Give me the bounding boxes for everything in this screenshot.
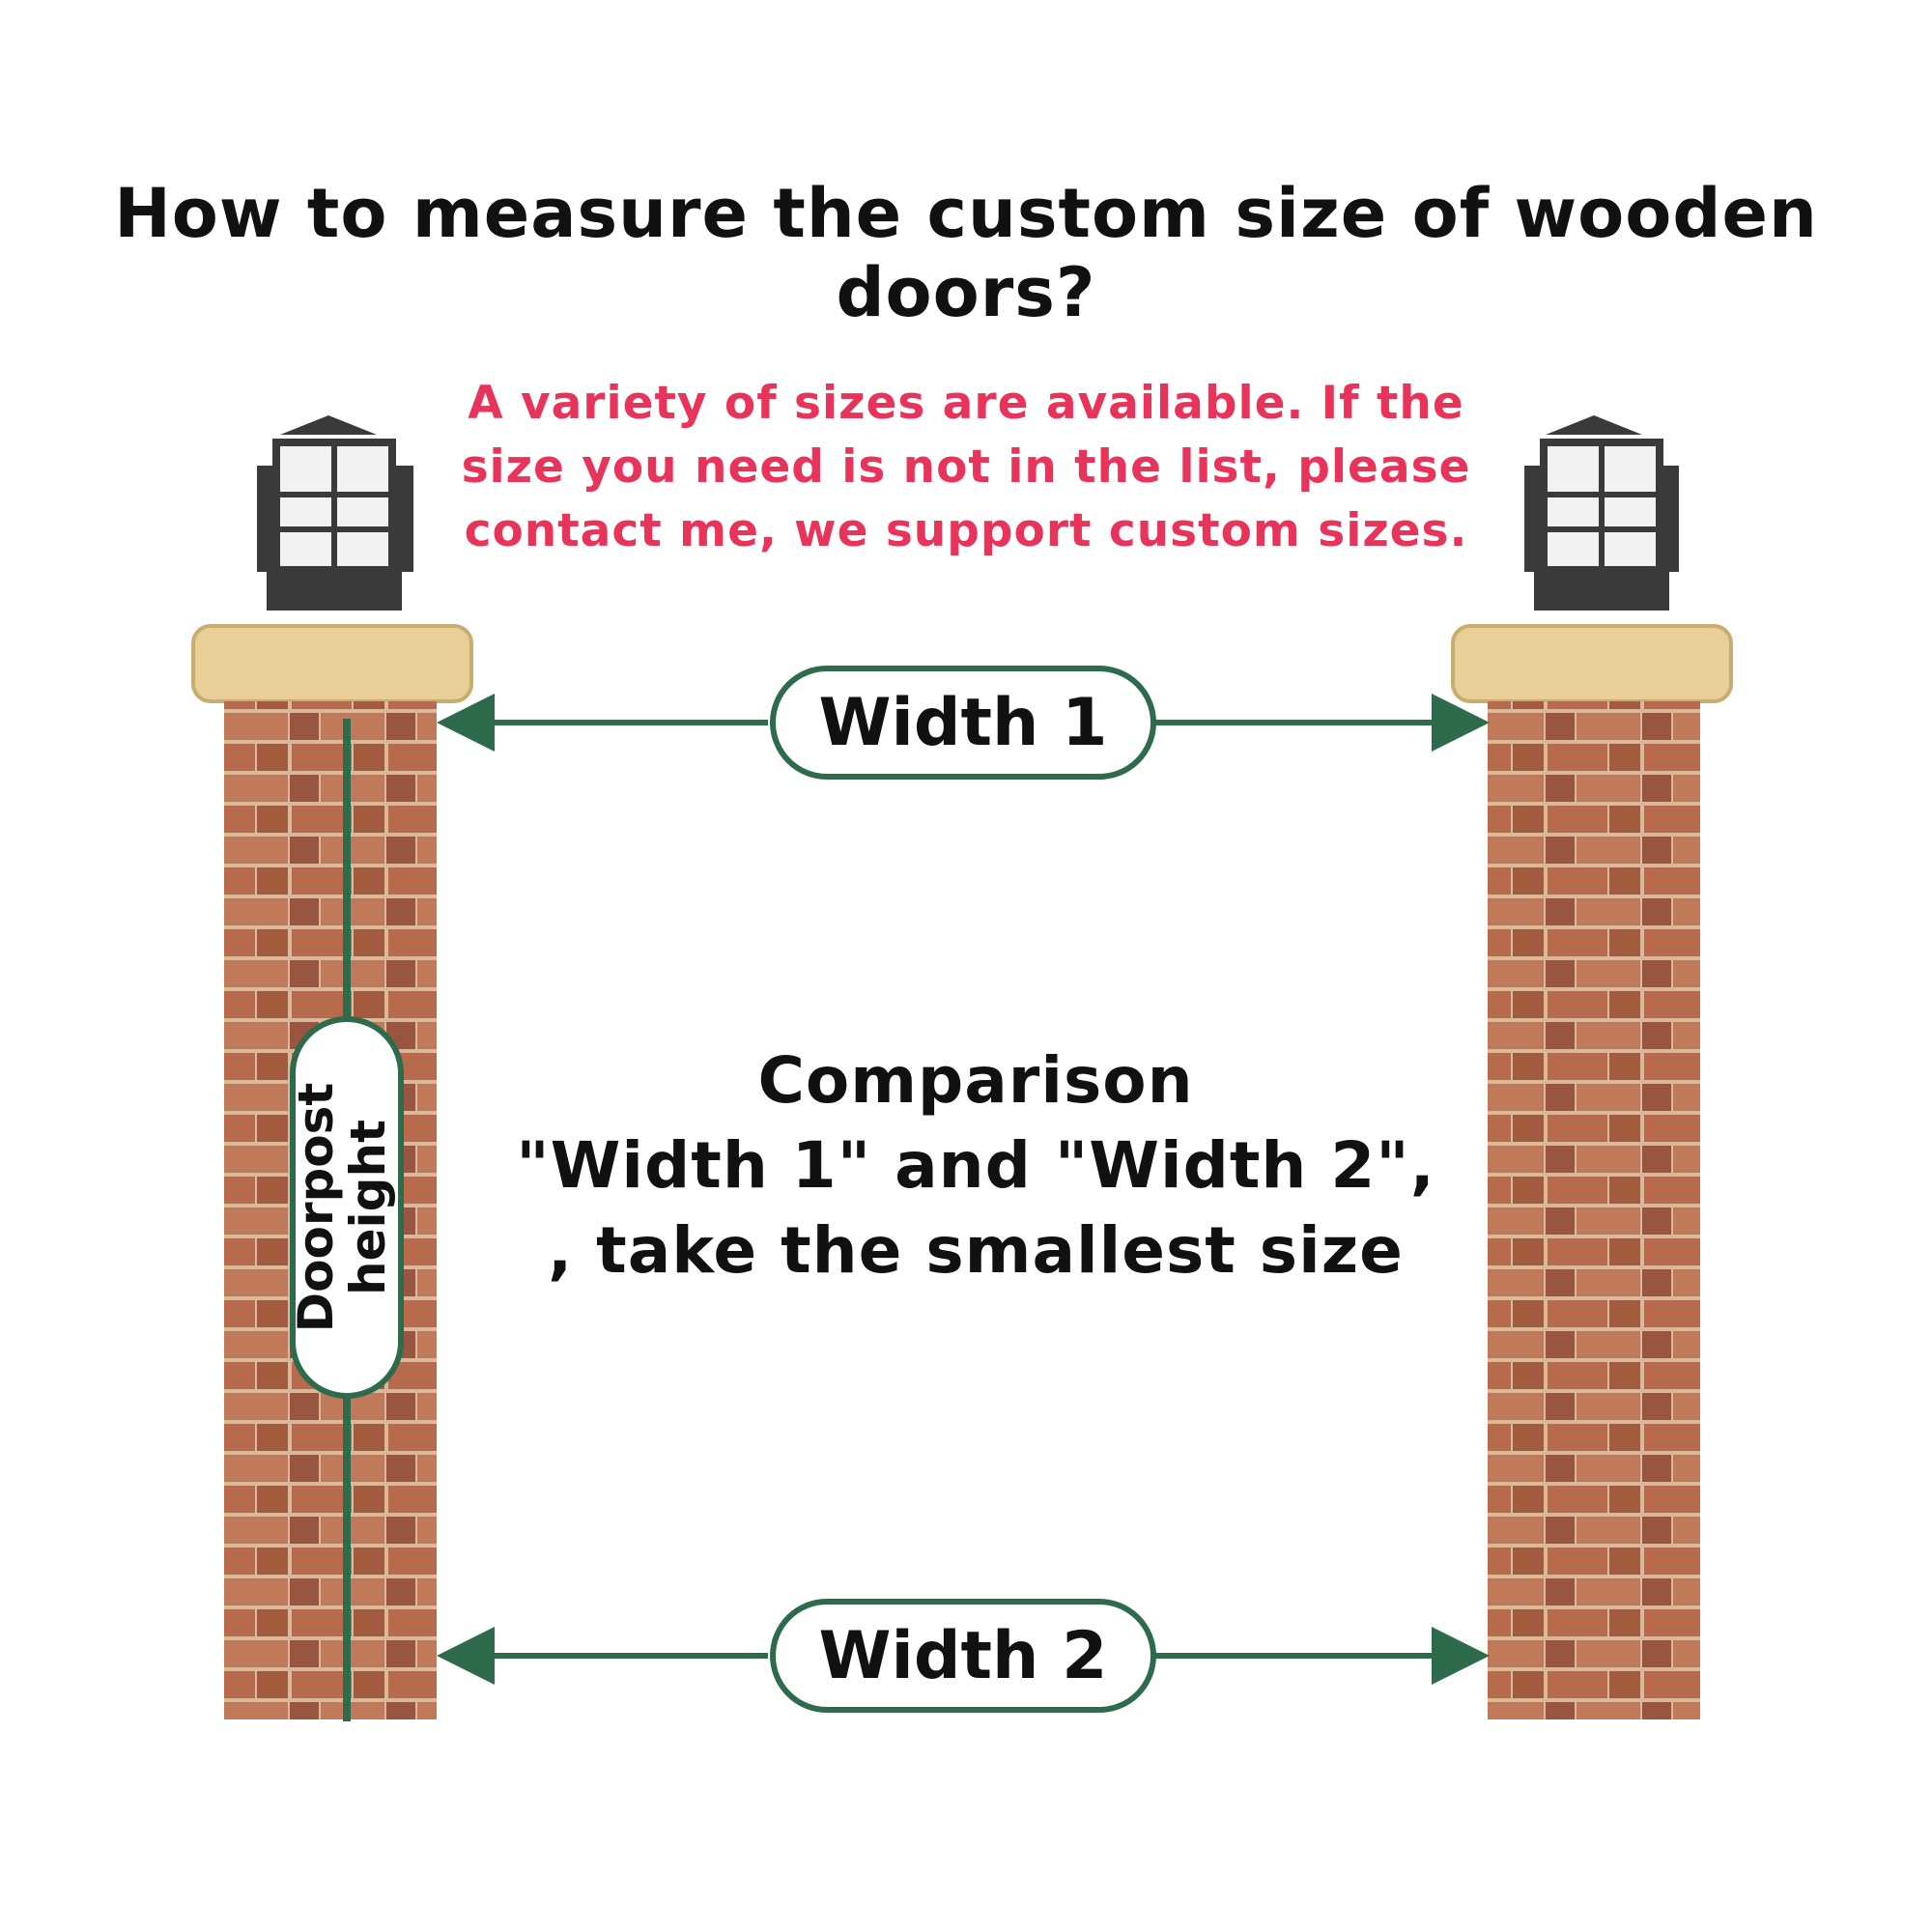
right-pillar-cap [1451,624,1733,703]
comparison-line-3: , take the smallest size [548,1213,1404,1288]
page-title: How to measure the custom size of wooden… [114,174,1818,332]
notice-line-1: A variety of sizes are available. If the [468,377,1464,430]
notice-line-3: contact me, we support custom sizes. [464,504,1468,557]
comparison-instruction: Comparison "Width 1" and "Width 2", , ta… [502,1038,1449,1293]
doorpost-label-line-1: Doorpost [288,1082,344,1333]
right-pillar [1451,415,1733,1719]
comparison-line-2: "Width 1" and "Width 2", [516,1128,1435,1203]
right-lamp [1524,415,1679,611]
left-lamp [257,415,413,611]
notice-line-2: size you need is not in the list, please [461,440,1471,494]
right-pillar-brick-body [1488,701,1700,1719]
left-pillar-cap [191,624,473,703]
doorpost-label-line-2: height [340,1120,396,1295]
doorpost-height-label: Doorpost height [288,1043,404,1372]
custom-size-notice: A variety of sizes are available. If the… [454,372,1478,563]
doorpost-height-pill [290,1016,404,1399]
comparison-line-1: Comparison [757,1043,1194,1118]
width2-label: Width 2 [770,1599,1156,1713]
width1-label: Width 1 [770,666,1156,780]
